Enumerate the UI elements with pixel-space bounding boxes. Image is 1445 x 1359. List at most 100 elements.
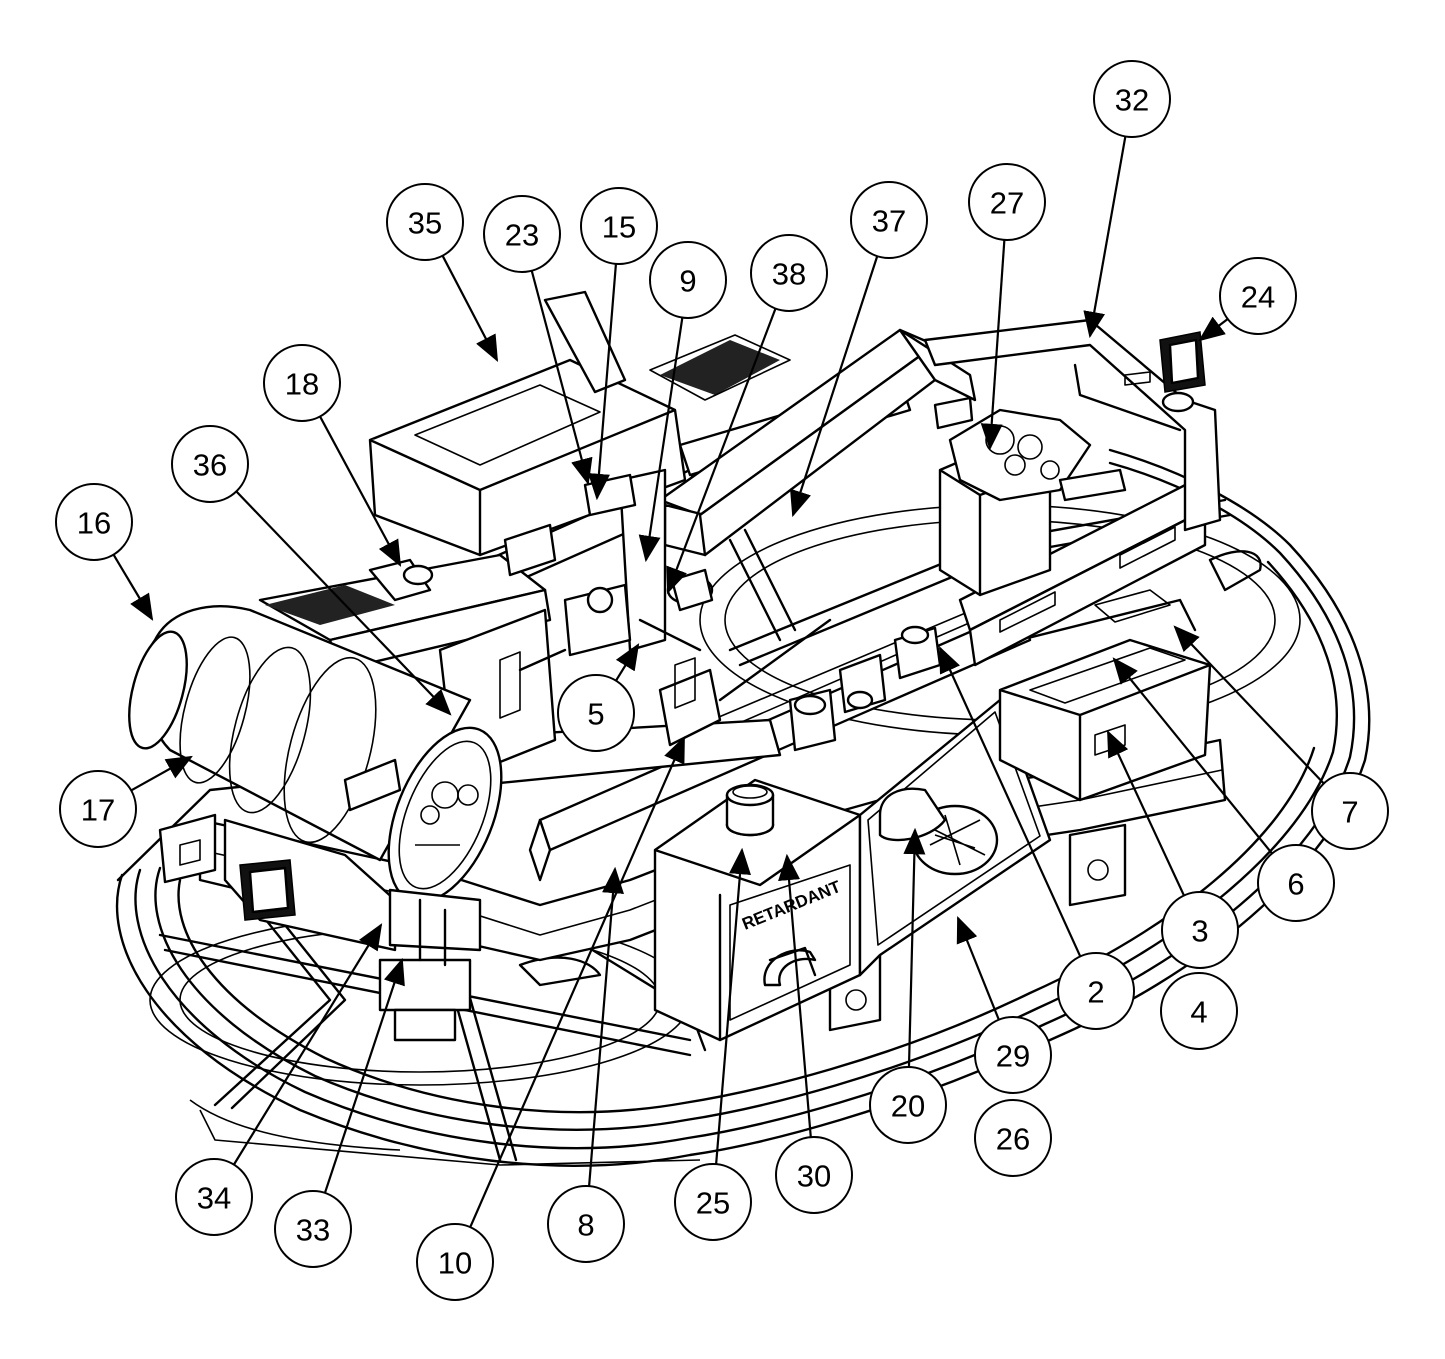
- leader-line-5: [615, 643, 640, 682]
- leader-line-34: [232, 923, 383, 1166]
- callout-circle: [1161, 891, 1239, 969]
- callout-10: 10: [416, 1223, 494, 1301]
- leader-line-35: [441, 255, 499, 362]
- fan-housing: [858, 698, 1052, 977]
- leader-line-15: [587, 263, 618, 501]
- callout-30: 30: [775, 1136, 853, 1214]
- engine-cylinder: [128, 605, 503, 904]
- callout-circle: [263, 344, 341, 422]
- callout-circle: [171, 425, 249, 503]
- callout-circle: [547, 1185, 625, 1263]
- callout-circle: [175, 1158, 253, 1236]
- callout-circle: [750, 234, 828, 312]
- callout-number: 34: [197, 1181, 231, 1216]
- callout-3: 3: [1161, 891, 1239, 969]
- leader-line-23: [530, 270, 593, 486]
- callout-number: 20: [891, 1089, 925, 1124]
- callout-number: 18: [285, 367, 319, 402]
- callout-18: 18: [263, 344, 341, 422]
- callout-2: 2: [1057, 952, 1135, 1030]
- callout-circle: [1219, 257, 1297, 335]
- left-mount: [158, 813, 482, 967]
- hydraulic-components: [503, 468, 942, 752]
- callout-number: 8: [577, 1208, 594, 1243]
- callout-circle: [1160, 972, 1238, 1050]
- callout-27: 27: [968, 163, 1046, 241]
- leader-line-9: [638, 317, 684, 563]
- callout-circle: [1311, 772, 1389, 850]
- leader-line-33: [323, 957, 405, 1194]
- callout-circle: [59, 770, 137, 848]
- callout-number: 29: [996, 1039, 1030, 1074]
- callout-number: 7: [1341, 795, 1358, 830]
- leader-line-27: [980, 239, 1006, 451]
- leader-line-25: [715, 847, 751, 1165]
- callout-number: 30: [797, 1159, 831, 1194]
- leader-line-10: [469, 735, 686, 1228]
- callout-number: 4: [1190, 995, 1207, 1030]
- callout-circle: [557, 674, 635, 752]
- leader-line-20: [903, 827, 926, 1068]
- callout-37: 37: [850, 181, 928, 259]
- callout-number: 27: [990, 186, 1024, 221]
- callout-circle: [674, 1163, 752, 1241]
- callout-circle: [968, 163, 1046, 241]
- callout-circle: [580, 187, 658, 265]
- leader-line-6: [1112, 657, 1273, 855]
- callout-circle: [649, 241, 727, 319]
- leader-line-37: [790, 255, 879, 518]
- callout-number: 17: [81, 793, 115, 828]
- leader-line-24: [1198, 316, 1229, 342]
- callout-6: 6: [1257, 844, 1335, 922]
- callout-36: 36: [171, 425, 249, 503]
- callout-25: 25: [674, 1163, 752, 1241]
- callout-20: 20: [869, 1066, 947, 1144]
- callout-circle: [416, 1223, 494, 1301]
- callout-35: 35: [386, 183, 464, 261]
- leader-line-30: [778, 853, 812, 1138]
- callout-number: 24: [1241, 280, 1275, 315]
- callout-number: 38: [772, 257, 806, 292]
- callout-26: 26: [974, 1099, 1052, 1177]
- callout-circle: [1257, 844, 1335, 922]
- callout-5: 5: [557, 674, 635, 752]
- callout-number: 9: [679, 264, 696, 299]
- callout-circle: [55, 483, 133, 561]
- callout-number: 33: [296, 1213, 330, 1248]
- callout-number: 15: [602, 210, 636, 245]
- callout-number: 26: [996, 1122, 1030, 1157]
- callout-7: 7: [1311, 772, 1389, 850]
- callout-number: 23: [505, 218, 539, 253]
- callout-circle: [274, 1190, 352, 1268]
- callout-29: 29: [974, 1016, 1052, 1094]
- callout-number: 25: [696, 1186, 730, 1221]
- leader-lines: [112, 136, 1325, 1228]
- callout-4: 4: [1160, 972, 1238, 1050]
- callout-number: 37: [872, 204, 906, 239]
- leader-line-3: [1107, 730, 1185, 897]
- callout-circle: [974, 1016, 1052, 1094]
- callout-circle: [386, 183, 464, 261]
- callout-circle: [775, 1136, 853, 1214]
- callout-38: 38: [750, 234, 828, 312]
- callout-circle: [974, 1099, 1052, 1177]
- callout-33: 33: [274, 1190, 352, 1268]
- leader-line-16: [112, 554, 154, 621]
- leader-line-18: [319, 415, 402, 567]
- callout-circle: [483, 195, 561, 273]
- leader-line-17: [130, 755, 193, 792]
- callout-9: 9: [649, 241, 727, 319]
- callout-16: 16: [55, 483, 133, 561]
- leader-line-36: [235, 490, 452, 716]
- leader-line-7: [1173, 625, 1325, 785]
- callout-number: 3: [1191, 914, 1208, 949]
- leader-line-29: [956, 915, 1000, 1021]
- callout-number: 6: [1287, 867, 1304, 902]
- work-light-rear: [1159, 331, 1206, 393]
- leader-line-2: [938, 645, 1082, 957]
- leader-line-32: [1083, 136, 1127, 339]
- callout-number: 16: [77, 506, 111, 541]
